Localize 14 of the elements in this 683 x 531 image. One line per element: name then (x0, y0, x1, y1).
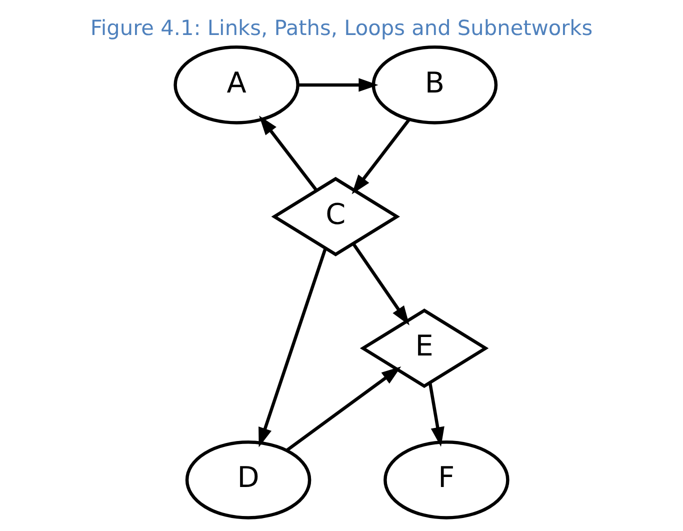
node-ellipse: A (174, 46, 300, 124)
node-diamond: E (360, 308, 489, 388)
node-ellipse: F (384, 440, 510, 520)
arrow (259, 116, 318, 192)
diagram-title: Figure 4.1: Links, Paths, Loops and Subnetworks (90, 16, 593, 40)
arrow (352, 118, 410, 194)
node-ellipse: B (372, 46, 498, 124)
arrow (286, 366, 402, 452)
arrow (352, 243, 410, 326)
node-ellipse: D (185, 440, 312, 520)
arrow (258, 248, 327, 448)
arrow (298, 78, 378, 92)
arrow (428, 382, 444, 447)
node-diamond: C (271, 176, 400, 256)
